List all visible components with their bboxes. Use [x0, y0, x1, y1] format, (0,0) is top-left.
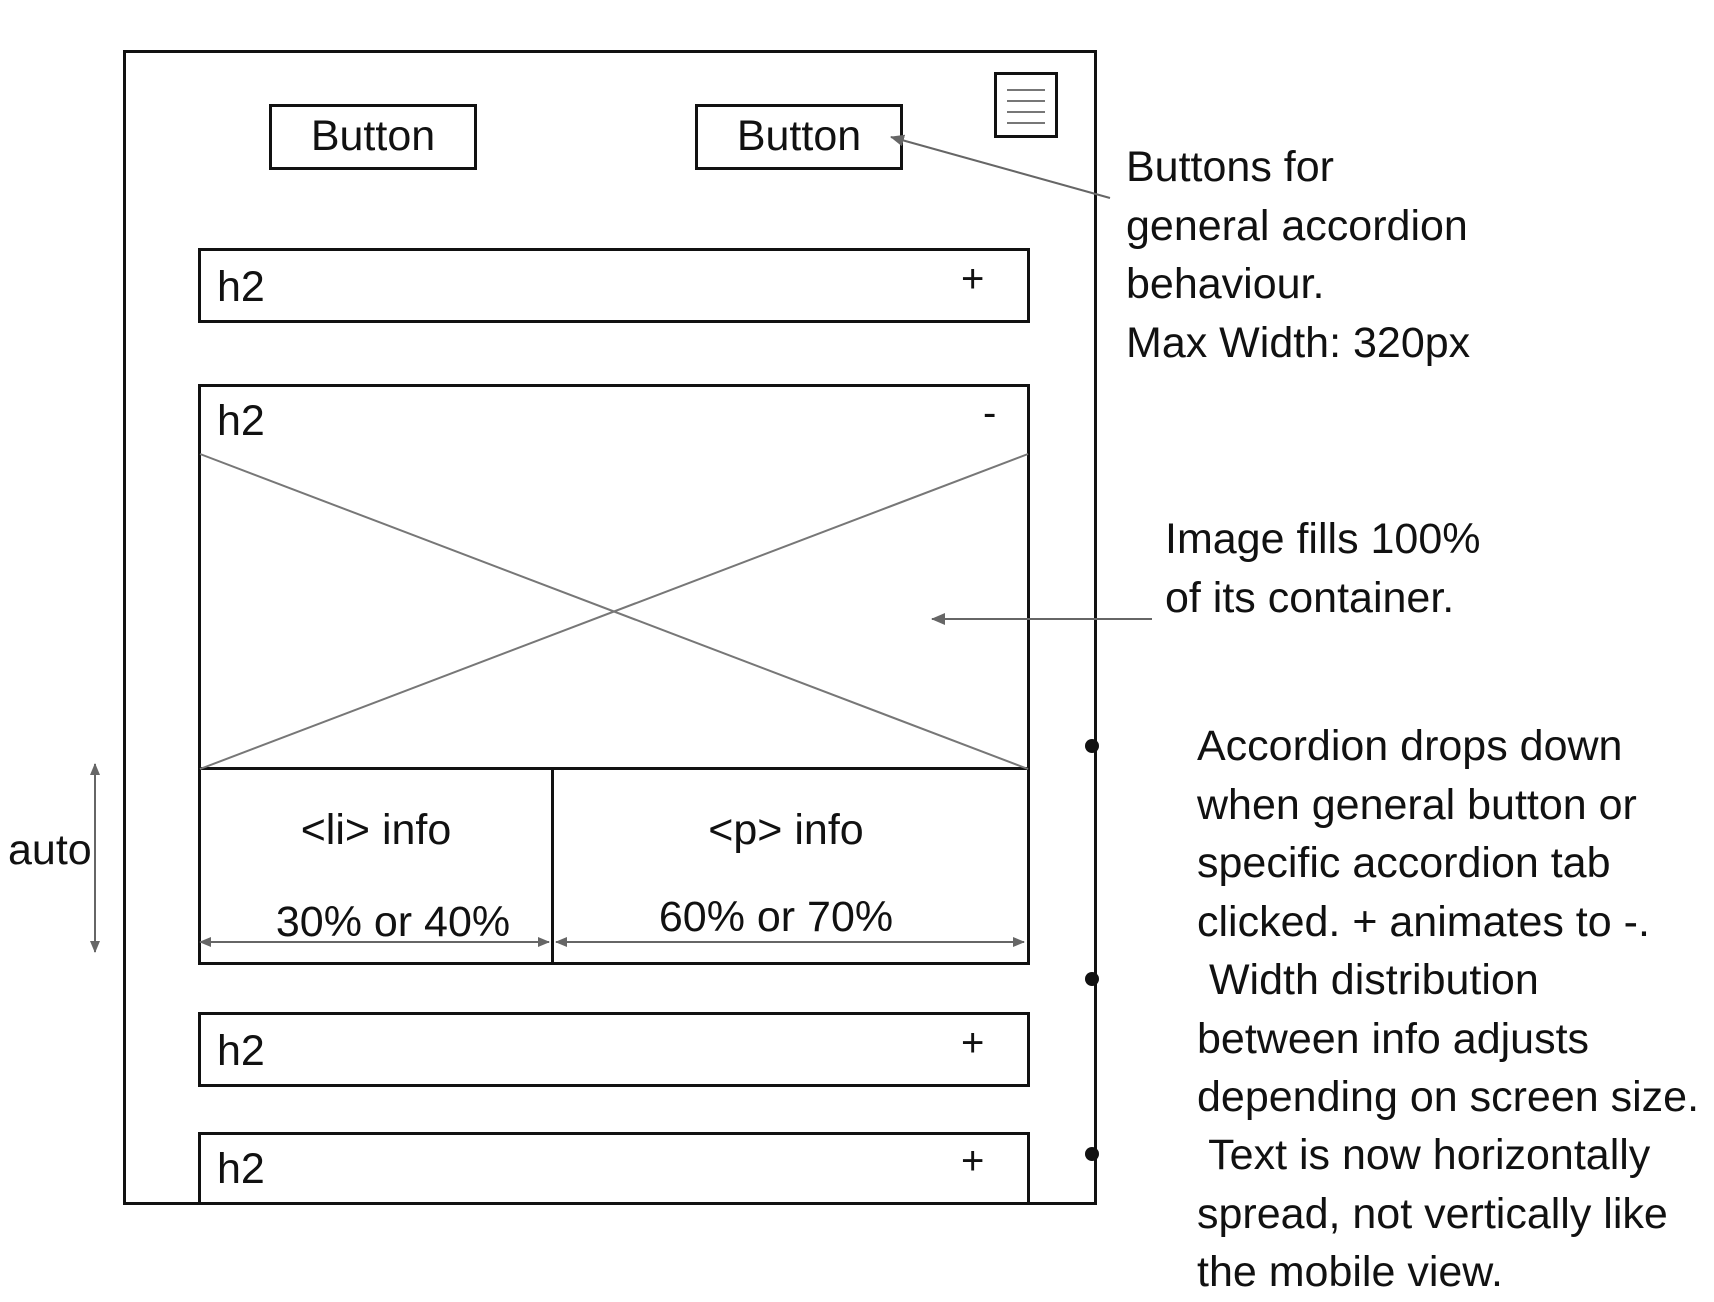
buttons-pointer-arrow — [890, 134, 1111, 199]
accordion-button-left[interactable]: Button — [269, 104, 477, 170]
p-info-width-label: 60% or 70% — [658, 893, 894, 941]
image-annotation: Image fills 100% of its container. — [1165, 515, 1481, 622]
annotation-dot — [1085, 739, 1099, 753]
auto-height-label: auto — [8, 826, 92, 874]
p-info-title: <p> info — [708, 806, 864, 854]
accordion-tab-heading: h2 — [217, 1145, 265, 1193]
accordion-annotation-width: Width distribution between info adjusts … — [1197, 956, 1700, 1121]
expand-plus-icon[interactable]: + — [961, 257, 985, 301]
annotation-dot — [1085, 1147, 1099, 1161]
image-placeholder-cross-icon — [199, 453, 1029, 770]
li-info-title: <li> info — [300, 806, 452, 854]
expand-plus-icon[interactable]: + — [961, 1021, 985, 1065]
accordion-tab-heading: h2 — [217, 397, 265, 445]
accordion-tab-4[interactable]: h2 + — [198, 1132, 1030, 1205]
expand-plus-icon[interactable]: + — [961, 1139, 985, 1183]
info-divider — [551, 767, 554, 965]
accordion-tab-1[interactable]: h2 + — [198, 248, 1030, 323]
li-info-width-label: 30% or 40% — [275, 898, 511, 946]
hamburger-menu-icon[interactable] — [994, 72, 1058, 138]
accordion-button-right[interactable]: Button — [695, 104, 903, 170]
accordion-annotation-text: Text is now horizontally spread, not ver… — [1197, 1131, 1668, 1296]
buttons-annotation: Buttons for general accordion behaviour.… — [1126, 143, 1471, 367]
annotation-dot — [1085, 972, 1099, 986]
accordion-tab-3[interactable]: h2 + — [198, 1012, 1030, 1087]
collapse-minus-icon[interactable]: - — [983, 391, 997, 435]
accordion-tab-heading: h2 — [217, 1027, 265, 1075]
accordion-tab-2[interactable]: h2 - — [198, 384, 1030, 455]
accordion-tab-heading: h2 — [217, 263, 265, 311]
info-row — [198, 767, 1030, 965]
accordion-annotation-dropdown: Accordion drops down when general button… — [1197, 722, 1650, 946]
